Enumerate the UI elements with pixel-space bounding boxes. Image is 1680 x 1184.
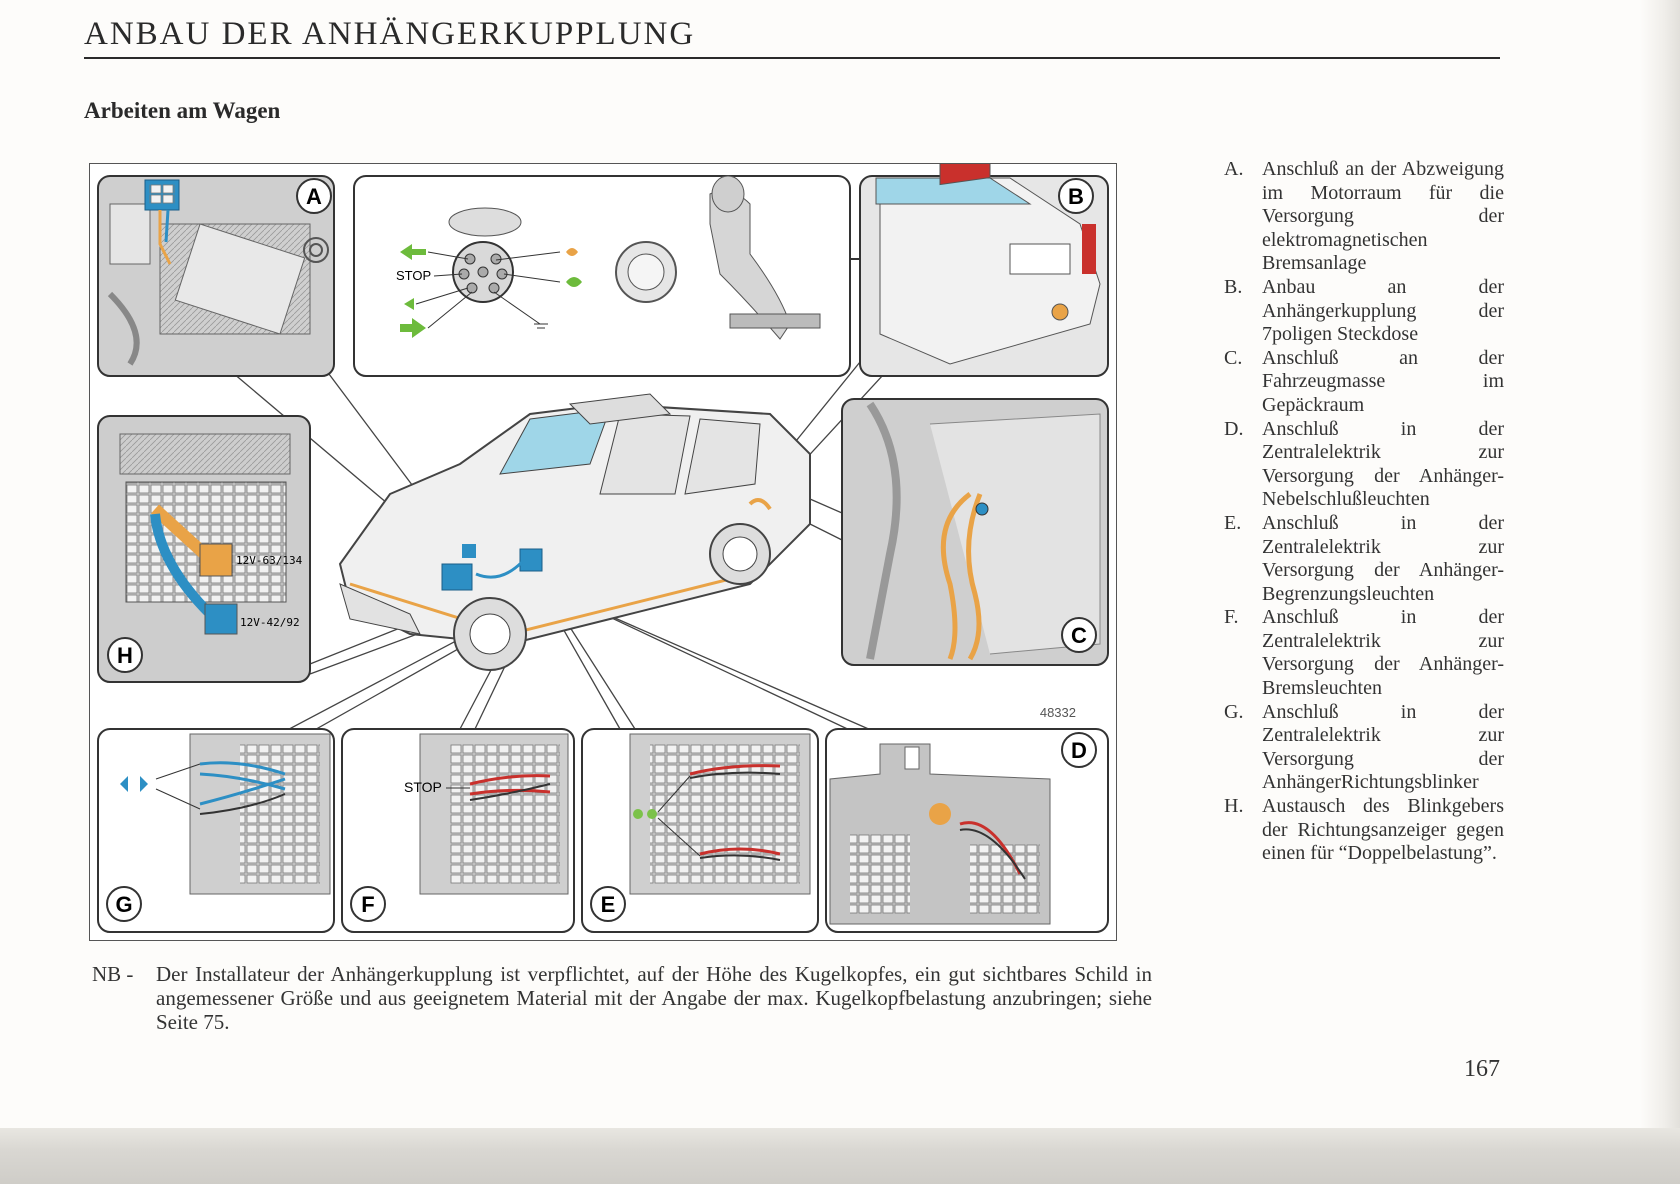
socket-stop-label: STOP <box>396 268 431 283</box>
title-rule <box>84 57 1500 59</box>
svg-text:B: B <box>1068 184 1084 209</box>
legend-item: D.Anschluß in der Zentralelektrik zur Ve… <box>1224 417 1504 511</box>
legend-item: G.Anschluß in der Zentralelektrik zur Ve… <box>1224 700 1504 794</box>
figure-number: 48332 <box>1040 705 1076 720</box>
callout-g: G <box>106 886 142 922</box>
callout-a: A <box>296 178 332 214</box>
wiring-illustration: A STOP <box>89 163 1117 941</box>
page-title: ANBAU DER ANHÄNGERKUPPLUNG <box>84 16 696 52</box>
callout-c: C <box>1061 617 1097 653</box>
panel-g-turn-signal-fuses <box>97 728 335 933</box>
panel-a-engine-bay <box>97 175 335 377</box>
svg-text:A: A <box>306 184 322 209</box>
panel-socket-diagram: STOP <box>353 175 870 377</box>
legend-item: B.Anbau an der Anhängerkupplung der 7pol… <box>1224 275 1504 346</box>
callout-d: D <box>1061 732 1097 768</box>
note-label: NB - <box>92 962 134 986</box>
svg-text:H: H <box>117 643 133 668</box>
page-edge-shadow <box>1640 0 1680 1150</box>
section-title: Arbeiten am Wagen <box>84 98 281 123</box>
legend-item: F.Anschluß in der Zentralelektrik zur Ve… <box>1224 606 1504 700</box>
fuse-stop-label: STOP <box>404 779 442 795</box>
relay-label-2: 12V-42/92 <box>240 616 300 629</box>
page-number: 167 <box>1464 1056 1500 1082</box>
illustration-svg: A STOP <box>97 164 1109 933</box>
legend-item: E.Anschluß in der Zentralelektrik zur Ve… <box>1224 511 1504 605</box>
car-drawing <box>338 393 811 671</box>
callout-b: B <box>1058 178 1094 214</box>
panel-f-brake-light-fuses: STOP <box>341 728 575 933</box>
panel-b-rear-car <box>859 164 1109 377</box>
svg-text:C: C <box>1071 623 1087 648</box>
legend-list: A.Anschluß an der Abzweigung im Motorrau… <box>1224 158 1504 866</box>
svg-text:E: E <box>601 892 616 917</box>
callout-h: H <box>107 637 143 673</box>
callout-f: F <box>350 886 386 922</box>
svg-text:G: G <box>115 892 132 917</box>
svg-text:D: D <box>1071 738 1087 763</box>
panel-c-trunk-ground <box>841 398 1109 666</box>
note-text: Der Installateur der Anhängerkupplung is… <box>156 962 1152 1034</box>
relay-label-1: 12V-63/134 <box>236 554 303 567</box>
legend-item: A.Anschluß an der Abzweigung im Motorrau… <box>1224 158 1504 275</box>
installer-note: NB - Der Installateur der Anhängerkupplu… <box>92 962 1152 1034</box>
panel-d-fog-light-fuses <box>825 728 1109 933</box>
legend-item: H.Austausch des Blinkgebers der Richtung… <box>1224 795 1504 865</box>
scan-bottom-shadow <box>0 1128 1680 1184</box>
legend-item: C.Anschluß an der Fahrzeugmasse im Gepäc… <box>1224 346 1504 416</box>
panel-e-parking-light-fuses <box>581 728 819 933</box>
svg-text:F: F <box>361 892 374 917</box>
callout-e: E <box>590 886 626 922</box>
panel-h-relay: 12V-63/134 12V-42/92 <box>97 415 311 683</box>
